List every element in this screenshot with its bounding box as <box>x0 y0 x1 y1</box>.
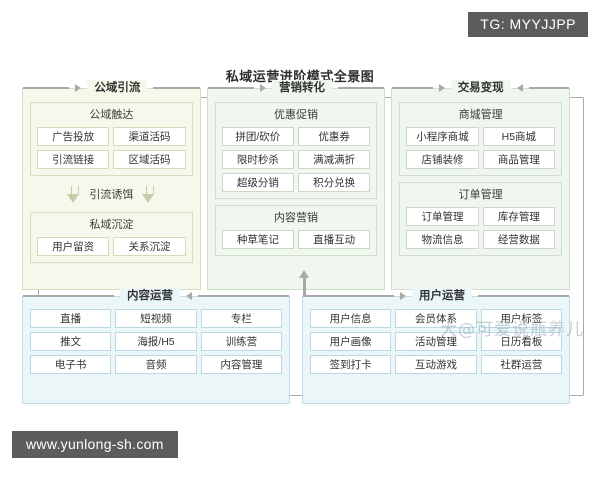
operations-row: 内容运营 直播 短视频 专栏 推文 海报/H5 训练营 电子书 音频 内容管理 <box>22 288 570 404</box>
chip-item[interactable]: 店铺装修 <box>406 150 479 169</box>
chip-grid: 广告投放 渠道活码 引流链接 区域活码 <box>37 127 186 169</box>
chip-item[interactable]: 渠道活码 <box>113 127 186 146</box>
chip-item[interactable]: 音频 <box>115 355 197 374</box>
subgroup-title: 商城管理 <box>458 109 503 121</box>
subgroup-private-precipitation[interactable]: 私域沉淀 用户留资 关系沉淀 <box>30 212 193 263</box>
stage-transaction-monetization[interactable]: 交易变现 商城管理 小程序商城 H5商城 店铺装修 商品管理 订单管理 订单管理… <box>391 80 571 290</box>
chip-item[interactable]: 小程序商城 <box>406 127 479 146</box>
stage-public-domain-traffic[interactable]: 公域引流 公域触达 广告投放 渠道活码 引流链接 区域活码 引流诱饵 私域沉淀 <box>22 80 201 290</box>
ops-user-operations[interactable]: 用户运营 用户信息 会员体系 用户标签 用户画像 活动管理 日历看板 签到打卡 … <box>302 288 570 404</box>
connector-line-left <box>23 295 114 297</box>
chip-item[interactable]: 库存管理 <box>482 207 556 226</box>
chip-item[interactable]: 经营数据 <box>482 230 556 249</box>
chip-item[interactable]: 海报/H5 <box>115 332 197 351</box>
arrow-right-icon <box>438 84 445 92</box>
subgroup-mall-management[interactable]: 商城管理 小程序商城 H5商城 店铺装修 商品管理 <box>399 102 563 176</box>
chip-item[interactable]: 拼团/砍价 <box>221 127 294 146</box>
arrow-left-icon <box>516 84 523 92</box>
arrow-down-icon <box>67 185 80 203</box>
chip-item[interactable]: 用户留资 <box>37 237 110 256</box>
chip-item[interactable]: 商品管理 <box>482 150 556 169</box>
chip-item[interactable]: 限时秒杀 <box>221 150 294 169</box>
chip-item[interactable]: 用户信息 <box>310 309 392 328</box>
subgroup-content-marketing[interactable]: 内容营销 种草笔记 直播互动 <box>214 205 378 256</box>
connector-line-right <box>153 87 200 89</box>
connector-line-right <box>528 87 570 89</box>
chip-item[interactable]: 满减满折 <box>298 150 371 169</box>
chip-item[interactable]: 优惠券 <box>298 127 371 146</box>
connector-line-right <box>478 295 569 297</box>
chip-grid: 用户留资 关系沉淀 <box>37 237 186 256</box>
chip-item[interactable]: 超级分销 <box>221 173 294 192</box>
subgroup-title: 订单管理 <box>458 189 503 201</box>
arrow-up-connector-icon <box>299 270 310 300</box>
chip-item[interactable]: 积分兑换 <box>298 173 371 192</box>
subgroup-title: 优惠促销 <box>274 109 318 121</box>
chip-item[interactable]: 物流信息 <box>406 230 479 249</box>
chip-grid: 直播 短视频 专栏 推文 海报/H5 训练营 电子书 音频 内容管理 <box>30 309 282 374</box>
chip-item[interactable]: 专栏 <box>200 309 282 328</box>
subgroup-promotions[interactable]: 优惠促销 拼团/砍价 优惠券 限时秒杀 满减满折 超级分销 积分兑换 <box>214 102 378 199</box>
subgroup-public-reach[interactable]: 公域触达 广告投放 渠道活码 引流链接 区域活码 <box>30 102 193 176</box>
chip-item[interactable]: 签到打卡 <box>310 355 392 374</box>
chip-item[interactable]: 社群运营 <box>480 355 562 374</box>
ops-content-operations[interactable]: 内容运营 直播 短视频 专栏 推文 海报/H5 训练营 电子书 音频 内容管理 <box>22 288 290 404</box>
chip-grid: 种草笔记 直播互动 <box>221 230 371 249</box>
chip-item[interactable]: 区域活码 <box>113 150 186 169</box>
stage-marketing-conversion[interactable]: 营销转化 优惠促销 拼团/砍价 优惠券 限时秒杀 满减满折 超级分销 积分兑换 … <box>206 80 386 290</box>
chip-item[interactable]: 广告投放 <box>37 127 110 146</box>
diagram-canvas: 公域引流 公域触达 广告投放 渠道活码 引流链接 区域活码 引流诱饵 私域沉淀 <box>8 80 592 418</box>
connector-line-right <box>338 87 385 89</box>
chip-item[interactable]: 关系沉淀 <box>113 237 186 256</box>
page-title: 私域运营进阶模式全景图 <box>225 69 375 84</box>
chip-item[interactable]: 引流链接 <box>37 150 110 169</box>
subgroup-title: 内容营销 <box>274 212 318 224</box>
connector-line-right <box>198 295 289 297</box>
chip-item[interactable]: 会员体系 <box>395 309 477 328</box>
subgroup-title: 私域沉淀 <box>89 219 134 231</box>
chip-grid: 用户信息 会员体系 用户标签 用户画像 活动管理 日历看板 签到打卡 互动游戏 … <box>310 309 562 374</box>
arrow-down-icon <box>142 185 155 203</box>
subgroup-order-management[interactable]: 订单管理 订单管理 库存管理 物流信息 经营数据 <box>399 182 563 256</box>
connector-line-left <box>23 87 70 89</box>
chip-item[interactable]: 用户画像 <box>310 332 392 351</box>
chip-item[interactable]: 订单管理 <box>406 207 479 226</box>
lure-label: 引流诱饵 <box>89 189 134 201</box>
chip-item[interactable]: 短视频 <box>115 309 197 328</box>
chip-item[interactable]: 电子书 <box>30 355 112 374</box>
chip-item[interactable]: H5商城 <box>482 127 556 146</box>
chip-item[interactable]: 直播 <box>30 309 112 328</box>
arrow-right-icon <box>75 84 82 92</box>
chip-grid: 订单管理 库存管理 物流信息 经营数据 <box>406 207 556 249</box>
stage-row: 公域引流 公域触达 广告投放 渠道活码 引流链接 区域活码 引流诱饵 私域沉淀 <box>22 80 571 290</box>
chip-item[interactable]: 训练营 <box>200 332 282 351</box>
arrow-right-icon <box>260 84 267 92</box>
chip-item[interactable]: 内容管理 <box>200 355 282 374</box>
chip-item[interactable]: 互动游戏 <box>395 355 477 374</box>
connector-line-left <box>392 87 433 89</box>
connector-line-left <box>303 295 394 297</box>
lure-connector-row: 引流诱饵 <box>30 182 193 206</box>
chip-item[interactable]: 推文 <box>30 332 112 351</box>
chip-item[interactable]: 直播互动 <box>298 230 371 249</box>
subgroup-title: 公域触达 <box>89 109 134 121</box>
chip-grid: 小程序商城 H5商城 店铺装修 商品管理 <box>406 127 556 169</box>
tg-watermark-badge: TG: MYYJJPP <box>468 12 588 37</box>
chip-grid: 拼团/砍价 优惠券 限时秒杀 满减满折 超级分销 积分兑换 <box>221 127 371 192</box>
connector-line-left <box>207 87 255 89</box>
chip-item[interactable]: 活动管理 <box>395 332 477 351</box>
chip-item[interactable]: 日历看板 <box>480 332 562 351</box>
site-url-badge: www.yunlong-sh.com <box>12 431 178 458</box>
chip-item[interactable]: 种草笔记 <box>221 230 294 249</box>
chip-item[interactable]: 用户标签 <box>480 309 562 328</box>
